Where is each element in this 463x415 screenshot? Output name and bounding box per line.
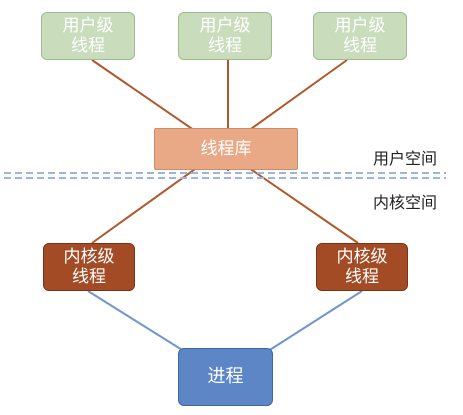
- user-thread-box-2: 用户级 线程: [178, 12, 272, 60]
- user-space-label: 用户空间: [373, 149, 438, 168]
- process-label: 进程: [207, 366, 244, 388]
- thread-library-box: 线程库: [154, 128, 298, 170]
- user-thread-3-line2: 线程: [343, 36, 377, 56]
- kernel-thread-1-line2: 线程: [72, 267, 106, 287]
- user-thread-1-line1: 用户级: [62, 15, 114, 36]
- kernel-thread-2-line2: 线程: [345, 267, 379, 287]
- user-thread-box-3: 用户级 线程: [313, 12, 407, 60]
- process-box: 进程: [178, 348, 273, 406]
- connector-kernel1-to-process: [87, 290, 188, 354]
- kernel-thread-box-2: 内核级 线程: [316, 243, 408, 291]
- connector-kernel2-to-process: [264, 290, 363, 354]
- kernel-thread-1-line1: 内核级: [63, 246, 115, 267]
- thread-library-label: 线程库: [200, 138, 252, 159]
- kernel-space-label: 内核空间: [373, 193, 438, 212]
- user-thread-box-1: 用户级 线程: [41, 12, 135, 60]
- user-thread-2-line1: 用户级: [199, 15, 251, 36]
- kernel-thread-2-line1: 内核级: [336, 246, 388, 267]
- user-thread-2-line2: 线程: [208, 36, 242, 56]
- user-thread-1-line2: 线程: [71, 36, 105, 56]
- kernel-thread-box-1: 内核级 线程: [43, 243, 135, 291]
- user-thread-3-line1: 用户级: [334, 15, 386, 36]
